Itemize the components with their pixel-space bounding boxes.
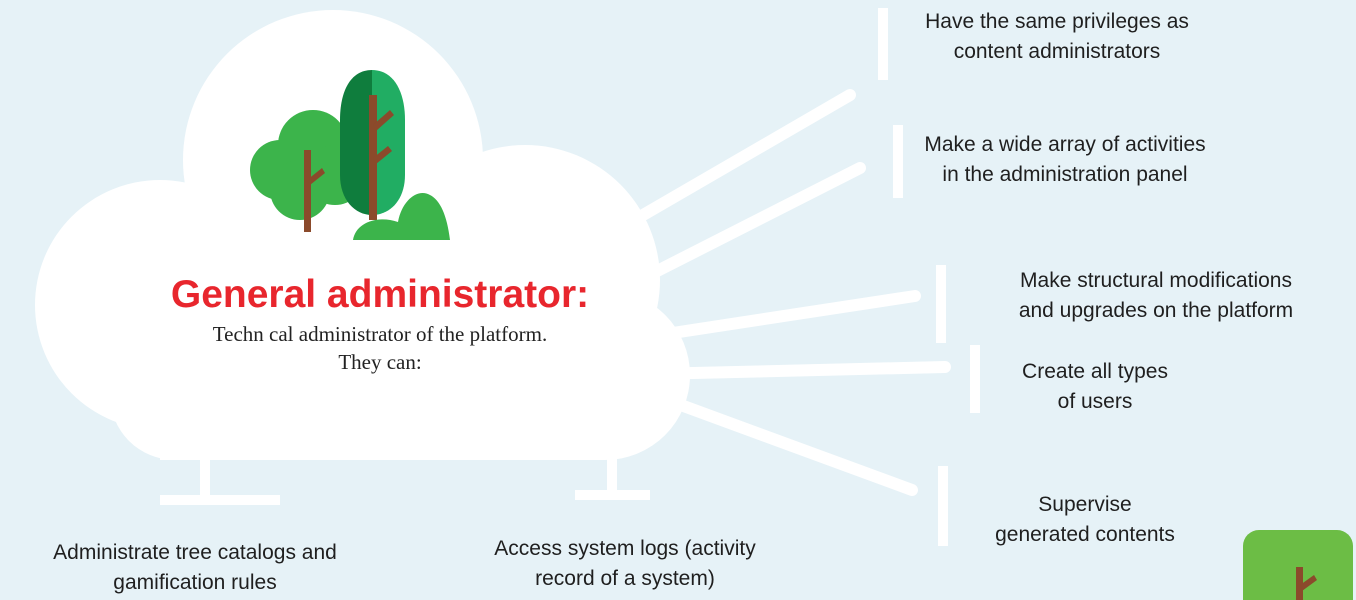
item-activities-line2: in the administration panel [942, 163, 1188, 186]
item-supervise-line2: generated contents [995, 523, 1175, 546]
item-supervise: Supervise generated contents [960, 490, 1210, 550]
connector-users [644, 361, 951, 380]
item-catalogs: Administrate tree catalogs and gamificat… [0, 538, 390, 598]
item-catalogs-line2: gamification rules [113, 571, 277, 594]
bar-users [970, 345, 980, 413]
item-privileges: Have the same privileges as content admi… [898, 7, 1216, 67]
item-users: Create all types of users [980, 357, 1210, 417]
item-logs-line2: record of a system) [535, 567, 715, 590]
item-activities: Make a wide array of activities in the a… [905, 130, 1225, 190]
item-supervise-line1: Supervise [1038, 493, 1132, 516]
bottom-connectors [160, 448, 650, 505]
trees-icon [250, 70, 450, 240]
item-logs-line1: Access system logs (activity [494, 537, 756, 560]
item-structural: Make structural modifications and upgrad… [968, 266, 1344, 326]
drop-logs [607, 448, 617, 493]
item-activities-line1: Make a wide array of activities [924, 133, 1206, 156]
item-privileges-line2: content administrators [953, 40, 1161, 63]
connector-supervise [634, 384, 918, 496]
bar-catalogs [160, 495, 280, 505]
bar-logs [575, 490, 650, 500]
item-catalogs-line1: Administrate tree catalogs and [53, 541, 337, 564]
item-bars [878, 8, 980, 546]
item-logs: Access system logs (activity record of a… [440, 534, 810, 594]
connector-structural [634, 290, 921, 344]
item-users-line2: of users [1057, 390, 1133, 413]
item-privileges-line1: Have the same privileges as [925, 10, 1189, 33]
subtitle-line2: They can: [338, 350, 422, 374]
item-users-line1: Create all types [1022, 360, 1168, 383]
page-title: General administrator: [170, 273, 590, 316]
bar-privileges [878, 8, 888, 80]
item-structural-line1: Make structural modifications [1020, 269, 1292, 292]
drop-catalogs [200, 458, 210, 498]
tree-badge-icon [1243, 530, 1353, 600]
bar-activities [893, 125, 903, 198]
bar-supervise [938, 466, 948, 546]
subtitle-line1: Techn cal administrator of the platform. [212, 322, 548, 346]
item-structural-line2: and upgrades on the platform [1018, 299, 1294, 322]
cloud-shape [35, 10, 690, 460]
bar-structural [936, 265, 946, 343]
subtitle: Techn cal administrator of the platform.… [90, 320, 670, 376]
